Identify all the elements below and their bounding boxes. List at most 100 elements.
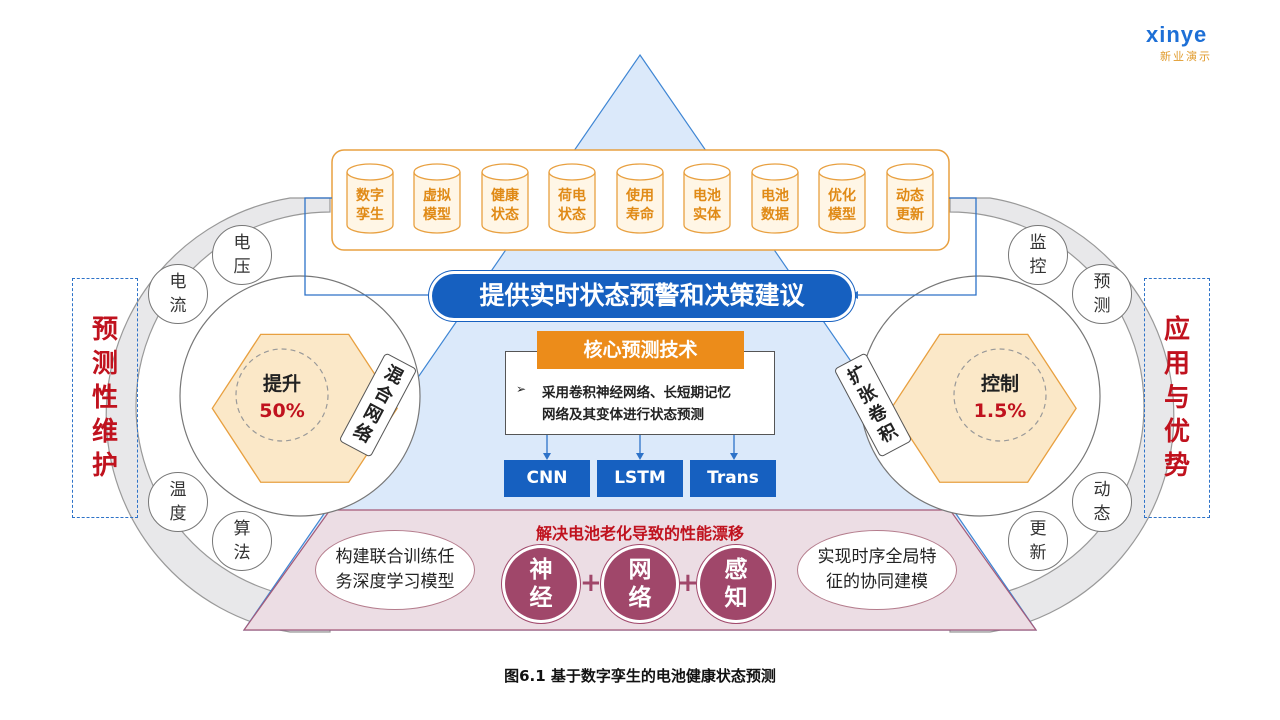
plus-sign: + bbox=[580, 568, 602, 598]
cylinder-line: 实体 bbox=[693, 207, 721, 223]
main-banner: 提供实时状态预警和决策建议 bbox=[432, 274, 852, 318]
cylinder-label: 动态更新 bbox=[886, 187, 934, 225]
cylinder-label: 虚拟模型 bbox=[413, 187, 461, 225]
cylinder-line: 寿命 bbox=[626, 207, 654, 223]
cylinder-label: 数字孪生 bbox=[346, 187, 394, 225]
cylinder-line: 数据 bbox=[761, 207, 789, 223]
pc-char: 感 bbox=[724, 557, 748, 583]
oval-line: 征的协同建模 bbox=[826, 572, 928, 592]
oval-line: 实现时序全局特 bbox=[817, 547, 937, 567]
left-circle-current: 电流 bbox=[148, 264, 208, 324]
left-hex-label: 提升 bbox=[262, 373, 301, 395]
right-title-char: 应 bbox=[1163, 315, 1190, 345]
data-cylinder: 使用寿命 bbox=[616, 163, 664, 234]
cylinder-line: 健康 bbox=[491, 188, 519, 204]
cylinder-label: 优化模型 bbox=[818, 187, 866, 225]
cylinder-line: 使用 bbox=[626, 188, 654, 204]
left-circle-temperature: 温度 bbox=[148, 472, 208, 532]
left-title-char: 护 bbox=[91, 451, 118, 481]
left-circle-voltage: 电压 bbox=[212, 225, 272, 285]
core-description: 采用卷积神经网络、长短期记忆 网络及其变体进行状态预测 bbox=[542, 382, 772, 426]
left-connector bbox=[304, 197, 430, 296]
left-vertical-title: 预 测 性 维 护 bbox=[72, 278, 138, 518]
right-connector-arrowhead bbox=[850, 291, 858, 299]
bottom-title: 解决电池老化导致的性能漂移 bbox=[535, 524, 744, 543]
right-title-char: 与 bbox=[1163, 383, 1190, 413]
bullet-icon: ➢ bbox=[516, 382, 527, 396]
circle-char: 压 bbox=[233, 257, 251, 277]
right-title-char: 优 bbox=[1163, 417, 1190, 447]
right-cycle-arrow bbox=[953, 348, 1047, 442]
logo-subtitle: 新业演示 bbox=[1160, 50, 1212, 63]
arrow-trans-head bbox=[730, 453, 738, 460]
data-cylinder: 动态更新 bbox=[886, 163, 934, 234]
cylinder-line: 状态 bbox=[491, 207, 519, 223]
cylinder-line: 动态 bbox=[896, 188, 924, 204]
right-title-char: 用 bbox=[1163, 349, 1190, 379]
plus-sign: + bbox=[677, 568, 699, 598]
circle-char: 态 bbox=[1093, 504, 1111, 524]
cylinder-line: 孪生 bbox=[356, 207, 384, 223]
circle-char: 控 bbox=[1029, 257, 1047, 277]
circle-char: 预 bbox=[1093, 272, 1111, 292]
circle-char: 度 bbox=[169, 504, 187, 524]
left-circle-algorithm: 算法 bbox=[212, 511, 272, 571]
cylinder-line: 优化 bbox=[828, 188, 856, 204]
data-cylinder: 电池数据 bbox=[751, 163, 799, 234]
circle-char: 新 bbox=[1029, 543, 1047, 563]
cylinder-label: 荷电状态 bbox=[548, 187, 596, 225]
right-circle-update: 更新 bbox=[1008, 511, 1068, 571]
circle-char: 流 bbox=[169, 296, 187, 316]
cylinder-line: 电池 bbox=[761, 188, 789, 204]
right-circle-monitor: 监控 bbox=[1008, 225, 1068, 285]
right-vertical-title: 应 用 与 优 势 bbox=[1144, 278, 1210, 518]
logo-wordmark: xinye bbox=[1146, 22, 1208, 47]
pc-char: 经 bbox=[529, 585, 553, 611]
tech-lstm: LSTM bbox=[597, 460, 683, 497]
circle-char: 动 bbox=[1093, 480, 1111, 500]
oval-line: 构建联合训练任 bbox=[335, 547, 455, 567]
cylinder-line: 虚拟 bbox=[423, 188, 451, 204]
circle-char: 算 bbox=[233, 519, 251, 539]
cylinder-label: 健康状态 bbox=[481, 187, 529, 225]
cylinder-label: 电池数据 bbox=[751, 187, 799, 225]
circle-neural: 神经 bbox=[505, 548, 577, 620]
circle-char: 温 bbox=[169, 480, 187, 500]
cylinder-label: 电池实体 bbox=[683, 187, 731, 225]
right-oval: 实现时序全局特 征的协同建模 bbox=[797, 530, 957, 610]
left-title-char: 预 bbox=[91, 315, 118, 345]
left-title-char: 测 bbox=[91, 349, 118, 379]
data-cylinder: 数字孪生 bbox=[346, 163, 394, 234]
right-connector bbox=[858, 197, 977, 296]
arrow-lstm-head bbox=[636, 453, 644, 460]
left-oval: 构建联合训练任 务深度学习模型 bbox=[315, 530, 475, 610]
circle-char: 监 bbox=[1029, 233, 1047, 253]
circle-char: 电 bbox=[169, 272, 187, 292]
circle-char: 测 bbox=[1093, 296, 1111, 316]
data-cylinder: 优化模型 bbox=[818, 163, 866, 234]
data-cylinder: 虚拟模型 bbox=[413, 163, 461, 234]
cylinder-line: 状态 bbox=[558, 207, 586, 223]
circle-network: 网络 bbox=[604, 548, 676, 620]
left-title-char: 维 bbox=[91, 417, 118, 447]
core-line-1: 采用卷积神经网络、长短期记忆 bbox=[542, 385, 731, 401]
circle-char: 法 bbox=[233, 543, 251, 563]
right-title-char: 势 bbox=[1163, 451, 1190, 481]
circle-perception: 感知 bbox=[700, 548, 772, 620]
right-circle-predict: 预测 bbox=[1072, 264, 1132, 324]
oval-line: 务深度学习模型 bbox=[335, 572, 455, 592]
cylinder-line: 模型 bbox=[423, 207, 451, 223]
cylinder-line: 模型 bbox=[828, 207, 856, 223]
cylinder-line: 荷电 bbox=[558, 188, 586, 204]
cylinder-label: 使用寿命 bbox=[616, 187, 664, 225]
core-line-2: 网络及其变体进行状态预测 bbox=[542, 407, 704, 423]
circle-char: 更 bbox=[1029, 519, 1047, 539]
circle-char: 电 bbox=[233, 233, 251, 253]
right-hex-value: 1.5% bbox=[973, 400, 1027, 422]
cylinder-line: 更新 bbox=[896, 207, 924, 223]
right-circle-dynamic: 动态 bbox=[1072, 472, 1132, 532]
figure-caption: 图6.1 基于数字孪生的电池健康状态预测 bbox=[504, 667, 776, 685]
pc-char: 络 bbox=[628, 585, 652, 611]
right-hex-label: 控制 bbox=[980, 373, 1019, 395]
pc-char: 网 bbox=[628, 557, 652, 583]
